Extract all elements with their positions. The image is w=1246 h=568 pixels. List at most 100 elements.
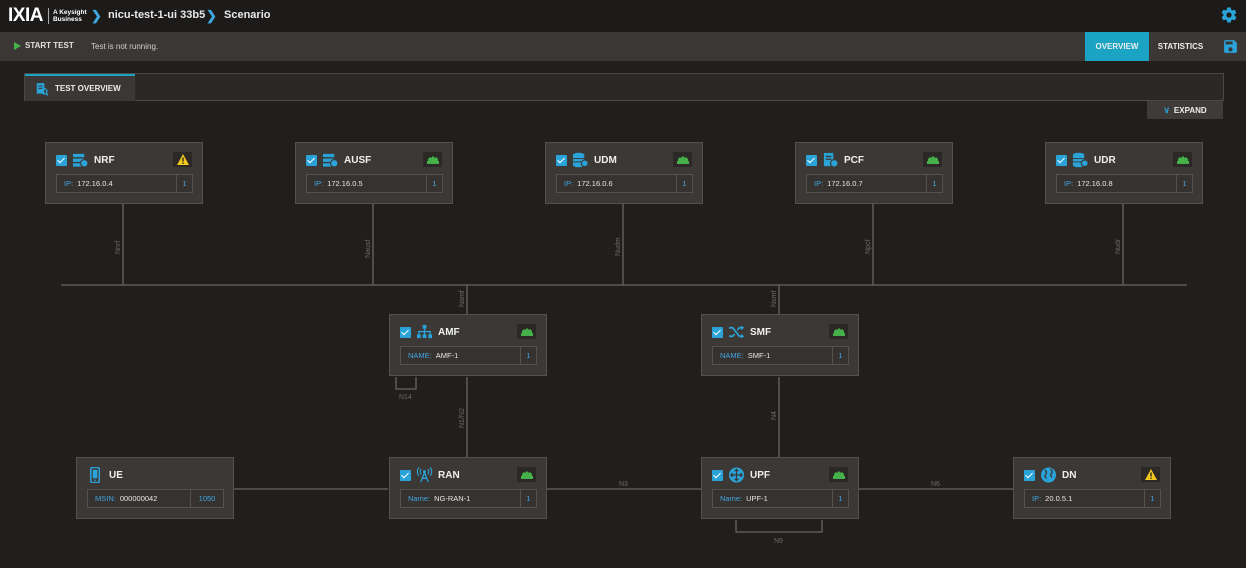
settings-gear-icon[interactable] — [1220, 6, 1238, 24]
breadcrumb-chevron-icon: ❯ — [91, 8, 102, 23]
checkbox[interactable] — [306, 154, 317, 166]
interface-label-nnrf: Nnrf — [115, 241, 122, 254]
checkbox[interactable] — [712, 326, 723, 338]
instance-count: 1 — [832, 347, 848, 364]
status-ok — [517, 324, 536, 339]
node-amf[interactable]: AMF NAME: AMF-1 1 — [389, 314, 547, 376]
expand-label: EXPAND — [1173, 105, 1207, 115]
breadcrumb-chevron-icon: ❯ — [206, 8, 217, 23]
node-nrf[interactable]: NRF IP: 172.16.0.4 1 — [45, 142, 203, 204]
instance-count: 1 — [1144, 490, 1160, 507]
node-udr[interactable]: UDR IP: 172.16.0.8 1 — [1045, 142, 1203, 204]
field-value: SMF-1 — [747, 351, 771, 360]
node-name: SMF — [750, 326, 772, 338]
interface-label-n14: N14 — [399, 394, 412, 401]
policy-doc-icon — [823, 152, 839, 168]
tab-overview[interactable]: OVERVIEW — [1085, 32, 1149, 61]
checkbox[interactable] — [400, 326, 411, 338]
node-udm[interactable]: UDM IP: 172.16.0.6 1 — [545, 142, 703, 204]
play-icon — [14, 41, 21, 50]
name-field[interactable]: Name: UPF-1 1 — [712, 489, 849, 508]
node-header: AUSF — [306, 153, 371, 168]
checkbox[interactable] — [712, 469, 723, 481]
tab-statistics[interactable]: STATISTICS — [1157, 42, 1204, 51]
ip-field[interactable]: IP: 172.16.0.5 1 — [306, 174, 443, 193]
interface-label-nudm: Nudm — [615, 237, 622, 256]
save-floppy-icon[interactable] — [1222, 38, 1239, 55]
name-field[interactable]: Name: NG-RAN-1 1 — [400, 489, 537, 508]
ip-field[interactable]: IP: 20.0.5.1 1 — [1024, 489, 1161, 508]
ip-field[interactable]: IP: 172.16.0.4 1 — [56, 174, 193, 193]
field-value: 172.16.0.4 — [77, 179, 113, 188]
field-key: MSIN: — [95, 494, 116, 503]
node-name: UDR — [1094, 154, 1116, 166]
cloud-ok-icon — [926, 156, 939, 164]
checkbox[interactable] — [1056, 154, 1067, 166]
status-warning — [1141, 467, 1160, 482]
field-value: AMF-1 — [435, 351, 459, 360]
breadcrumb-scenario[interactable]: Scenario — [224, 9, 271, 21]
checkbox[interactable] — [806, 154, 817, 166]
checkbox[interactable] — [556, 154, 567, 166]
expand-button[interactable]: ∨ EXPAND — [1147, 101, 1223, 119]
interface-label-n4: N4 — [771, 411, 778, 420]
node-header: DN — [1024, 467, 1076, 483]
start-test-button[interactable]: START TEST — [14, 41, 74, 50]
node-smf[interactable]: SMF NAME: SMF-1 1 — [701, 314, 859, 376]
panel-tab-bar: TEST OVERVIEW — [24, 73, 1224, 101]
node-upf[interactable]: UPF Name: UPF-1 1 — [701, 457, 859, 519]
database-icon — [572, 152, 589, 168]
ixia-logo[interactable]: IXIA A Keysight Business — [8, 6, 87, 25]
field-key: IP: — [814, 179, 824, 188]
warning-icon — [1144, 469, 1157, 480]
logo-tagline: A Keysight Business — [53, 9, 87, 23]
node-ausf[interactable]: AUSF IP: 172.16.0.5 1 — [295, 142, 453, 204]
cloud-ok-icon — [426, 156, 439, 164]
field-value: 172.16.0.8 — [1077, 179, 1113, 188]
router-icon — [728, 467, 745, 483]
ip-field[interactable]: IP: 172.16.0.7 1 — [806, 174, 943, 193]
interface-label-namf: Namf — [459, 290, 466, 307]
checkbox[interactable] — [400, 469, 411, 481]
checkbox[interactable] — [1024, 469, 1035, 481]
top-bar: IXIA A Keysight Business ❯ nicu-test-1-u… — [0, 0, 1246, 32]
node-header: RAN — [400, 467, 460, 483]
msin-field[interactable]: MSIN: 000000042 1050 — [87, 489, 224, 508]
node-dn[interactable]: DN IP: 20.0.5.1 1 — [1013, 457, 1171, 519]
status-ok — [829, 324, 848, 339]
node-header: UE — [87, 467, 123, 483]
name-field[interactable]: NAME: SMF-1 1 — [712, 346, 849, 365]
field-key: IP: — [1064, 179, 1074, 188]
breadcrumb-test[interactable]: nicu-test-1-ui 33b5 — [108, 9, 206, 21]
ip-field[interactable]: IP: 172.16.0.6 1 — [556, 174, 693, 193]
name-field[interactable]: NAME: AMF-1 1 — [400, 346, 537, 365]
logo-tagline-line2: Business — [52, 16, 82, 23]
interface-label-nudr: Nudr — [1115, 238, 1122, 254]
node-header: UDR — [1056, 152, 1116, 168]
logo-tagline-line1: A Keysight — [52, 9, 87, 16]
node-pcf[interactable]: PCF IP: 172.16.0.7 1 — [795, 142, 953, 204]
field-value: 20.0.5.1 — [1045, 494, 1073, 503]
node-name: RAN — [438, 469, 460, 481]
interface-label-npcf: Npcf — [865, 240, 872, 254]
cloud-ok-icon — [676, 156, 689, 164]
field-value: 000000042 — [119, 494, 158, 503]
status-ok — [923, 152, 942, 167]
globe-icon — [1040, 467, 1057, 483]
field-value: 172.16.0.6 — [577, 179, 613, 188]
ip-field[interactable]: IP: 172.16.0.8 1 — [1056, 174, 1193, 193]
node-header: UDM — [556, 152, 617, 168]
node-ran[interactable]: RAN Name: NG-RAN-1 1 — [389, 457, 547, 519]
hierarchy-icon — [416, 324, 433, 339]
node-header: AMF — [400, 324, 460, 339]
checkbox[interactable] — [56, 154, 67, 166]
interface-label-n9: N9 — [774, 538, 783, 545]
node-ue[interactable]: UE MSIN: 000000042 1050 — [76, 457, 234, 519]
tab-test-overview[interactable]: TEST OVERVIEW — [25, 74, 135, 101]
instance-count: 1 — [520, 347, 536, 364]
action-bar: START TEST Test is not running. OVERVIEW… — [0, 32, 1246, 61]
interface-label-n1n2: N1/N2 — [459, 408, 466, 428]
instance-count: 1 — [176, 175, 192, 192]
instance-count: 1 — [426, 175, 442, 192]
